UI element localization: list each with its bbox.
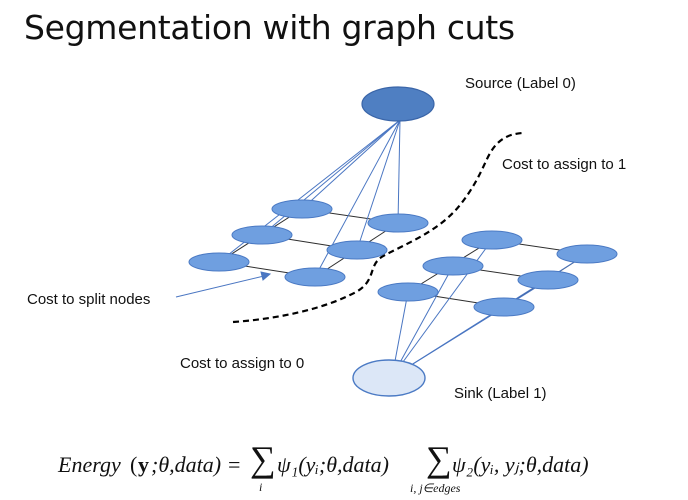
pixel-node (473, 297, 535, 317)
pixel-node (422, 256, 484, 276)
unary-sum-index: i (259, 480, 263, 494)
pixel-node (326, 240, 388, 260)
unary-term: ψ₁(yᵢ;θ,data) (277, 452, 389, 477)
split-cost-pointer (175, 275, 265, 298)
pixel-nodes (188, 199, 618, 317)
lhs-rest: ;θ,data) = (151, 452, 242, 477)
pixel-node (271, 199, 333, 219)
split-cost-label: Cost to split nodes (27, 291, 151, 308)
lhs-open: ( (130, 452, 138, 477)
pairwise-sum-index: i, j∈edges (410, 481, 461, 495)
source-link (356, 119, 401, 251)
split-cost-arrowhead (260, 271, 272, 281)
pixel-node (231, 225, 293, 245)
sink-node (352, 359, 426, 397)
pixel-node (517, 270, 579, 290)
source-node (361, 86, 435, 122)
source-link (301, 119, 401, 210)
pixel-node (284, 267, 346, 287)
energy-term: Energy (58, 452, 121, 477)
unary-sum-symbol: ∑ (250, 439, 276, 479)
sink-link (391, 265, 454, 378)
page-title: Segmentation with graph cuts (24, 8, 515, 47)
source-label: Source (Label 0) (465, 75, 576, 92)
pixel-node (461, 230, 523, 250)
pixel-node (556, 244, 618, 264)
cut-line (232, 131, 523, 324)
assign-0-cost-label: Cost to assign to 0 (180, 355, 305, 372)
assign-1-cost-label: Cost to assign to 1 (502, 156, 627, 173)
pairwise-sum-symbol: ∑ (426, 439, 452, 479)
pixel-node (377, 282, 439, 302)
pixel-node (367, 213, 429, 233)
pixel-node (188, 252, 250, 272)
sink-label: Sink (Label 1) (454, 385, 547, 402)
source-link (397, 119, 401, 224)
energy-formula: Energy ( y ;θ,data) = ∑ i ψ₁(yᵢ;θ,data) … (58, 439, 658, 498)
label-vector: y (138, 452, 149, 477)
pairwise-term: ψ₂(yᵢ, yⱼ;θ,data) (452, 452, 589, 477)
